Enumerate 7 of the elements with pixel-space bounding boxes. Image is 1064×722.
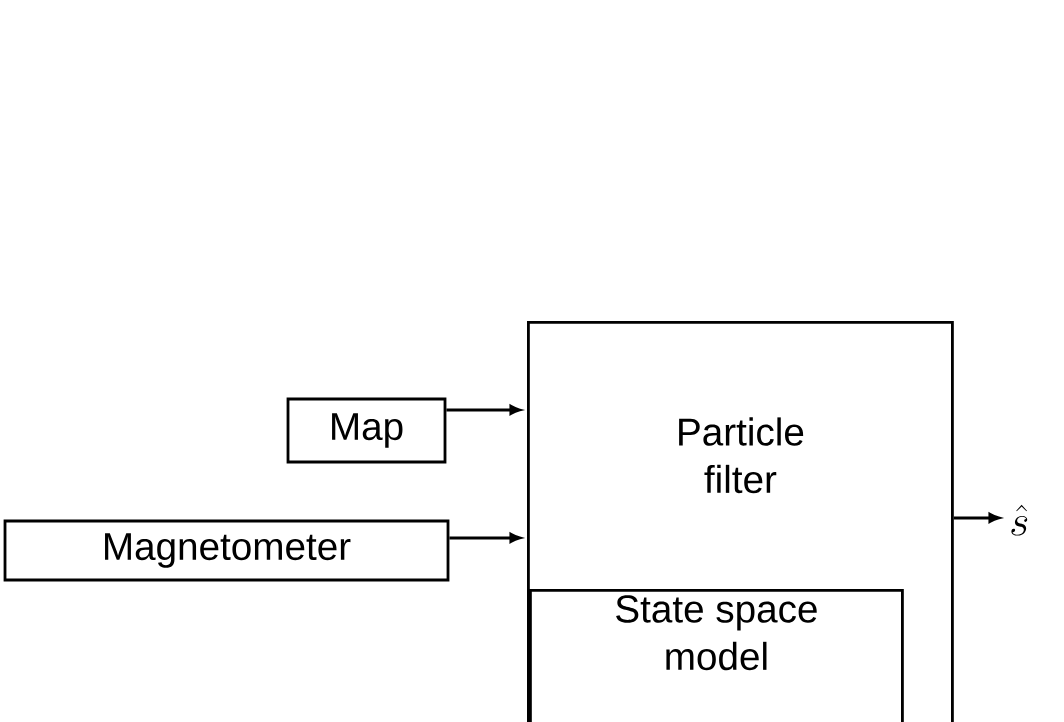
output-symbol: $\hat{s}$: [1011, 504, 1028, 536]
arrow: [446, 404, 522, 416]
input-box: Map: [286, 397, 447, 464]
model-box: State space model: [529, 589, 904, 722]
arrow: [449, 532, 522, 544]
input-box: Magnetometer: [3, 519, 450, 582]
arrow: [953, 512, 1001, 524]
